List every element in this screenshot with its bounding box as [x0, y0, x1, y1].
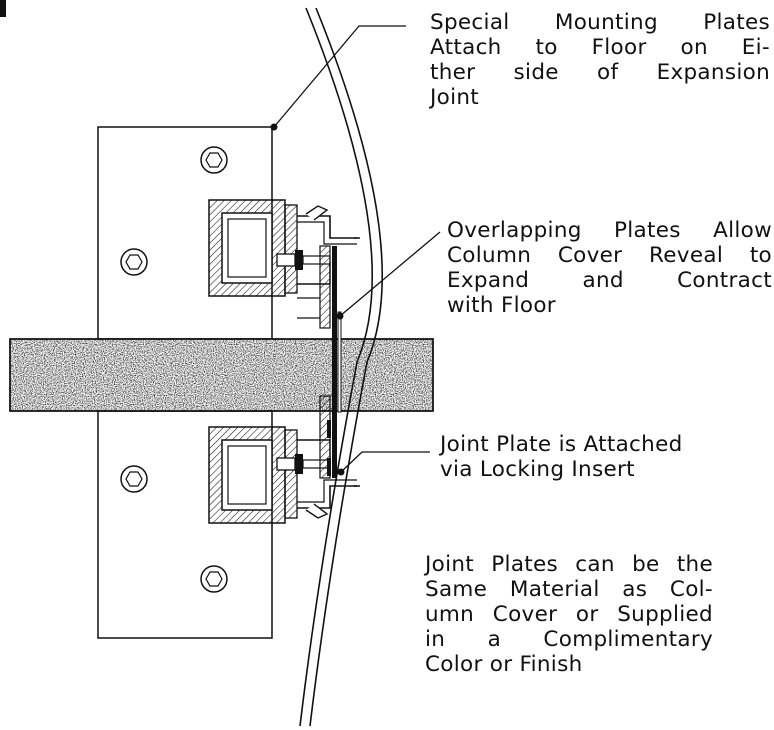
- callout-line: Color or Finish: [425, 652, 583, 677]
- callout-line: ther side of Expansion: [430, 60, 770, 85]
- callout-line: Attach to Floor on Ei-: [430, 35, 770, 60]
- lower-channel-extrusion: [208, 395, 357, 524]
- joint-plate-callout: Joint Plate is Attached via Locking Inse…: [440, 432, 770, 482]
- upper-mounting-plate: [97, 123, 278, 340]
- lower-plate-bolt-1: [120, 465, 148, 493]
- column-cover-curve: [299, 7, 383, 727]
- upper-channel-extrusion: [208, 199, 357, 329]
- mounting-plates-callout: Special Mounting Plates Attach to Floor …: [430, 10, 770, 110]
- callout-line: in a Complimentary: [425, 627, 713, 652]
- upper-plate-bolt-2: [120, 248, 148, 276]
- overlapping-plates-callout: Overlapping Plates Allow Column Cover Re…: [447, 218, 772, 318]
- callout-line: Special Mounting Plates: [430, 10, 770, 35]
- mounting-leader: [273, 25, 406, 128]
- callout-line: Same Material as Col-: [425, 577, 713, 602]
- callout-line: Joint: [430, 85, 480, 110]
- lower-plate-bolt-2: [200, 565, 228, 593]
- finish-options-callout: Joint Plates can be the Same Material as…: [425, 552, 713, 677]
- overlap-leader: [339, 231, 441, 317]
- joint-plate-leader: [340, 451, 430, 473]
- callout-line: Joint Plates can be the: [425, 552, 713, 577]
- callout-line: Column Cover Reveal to: [447, 243, 772, 268]
- floor-slab: [9, 338, 434, 412]
- callout-line: via Locking Insert: [440, 457, 635, 482]
- callout-line: umn Cover or Supplied: [425, 602, 713, 627]
- corner-mark: [0, 0, 6, 17]
- callout-line: Overlapping Plates Allow: [447, 218, 772, 243]
- upper-plate-bolt-1: [200, 146, 228, 174]
- leader-lines: [273, 25, 441, 473]
- callout-line: Expand and Contract: [447, 268, 772, 293]
- callout-line: with Floor: [447, 293, 556, 318]
- callout-line: Joint Plate is Attached: [440, 432, 683, 457]
